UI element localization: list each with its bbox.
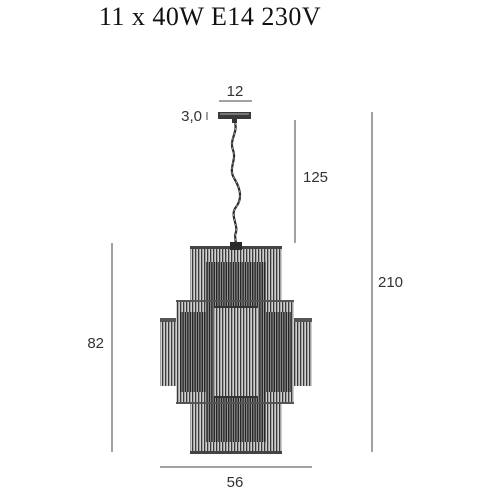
canopy-width-dimension: 12 — [219, 83, 252, 102]
total-height-label: 210 — [378, 274, 403, 291]
body-height-dimension: 82 — [87, 243, 113, 452]
body-width-dimension: 56 — [160, 466, 312, 491]
lamp-spec-title: 11 x 40W E14 230V — [98, 2, 322, 31]
canopy-height-dimension: 3,0 — [181, 108, 208, 125]
total-height-dimension: 210 — [371, 112, 403, 452]
chain-length-dimension: 125 — [294, 120, 328, 243]
chain-length-label: 125 — [303, 169, 328, 186]
body-width-label: 56 — [227, 474, 244, 491]
canopy-width-label: 12 — [227, 83, 244, 100]
ceiling-canopy — [218, 112, 251, 123]
canopy-height-label: 3,0 — [181, 108, 202, 125]
suspension-chain — [230, 122, 242, 246]
chandelier-body — [160, 242, 312, 454]
body-height-label: 82 — [87, 335, 104, 352]
